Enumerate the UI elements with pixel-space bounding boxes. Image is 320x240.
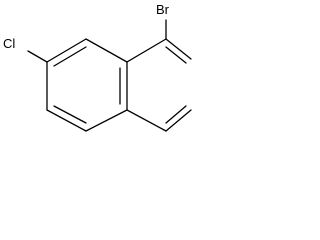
naphthalene-skeleton — [27, 19, 192, 132]
double-bond-c5-c6 — [53, 105, 87, 124]
double-bond-c1-c2 — [165, 46, 187, 64]
bond-c7-cl — [27, 50, 48, 63]
bond-c4a-c5 — [85, 109, 128, 132]
bromine-atom-label: Br — [155, 2, 170, 17]
double-bond-c3-c4 — [165, 105, 187, 124]
bond-c8a-c1 — [126, 38, 167, 63]
bond-c3-c4 — [165, 109, 192, 132]
double-bond-c7-c8 — [53, 46, 87, 67]
bond-c1-c2 — [165, 38, 192, 60]
chlorine-atom-label: Cl — [2, 36, 17, 51]
bond-c4-c4a — [126, 109, 167, 132]
bond-c5-c6 — [46, 109, 87, 132]
bond-c8-c8a — [85, 38, 128, 63]
bond-c7-c8 — [46, 38, 87, 63]
